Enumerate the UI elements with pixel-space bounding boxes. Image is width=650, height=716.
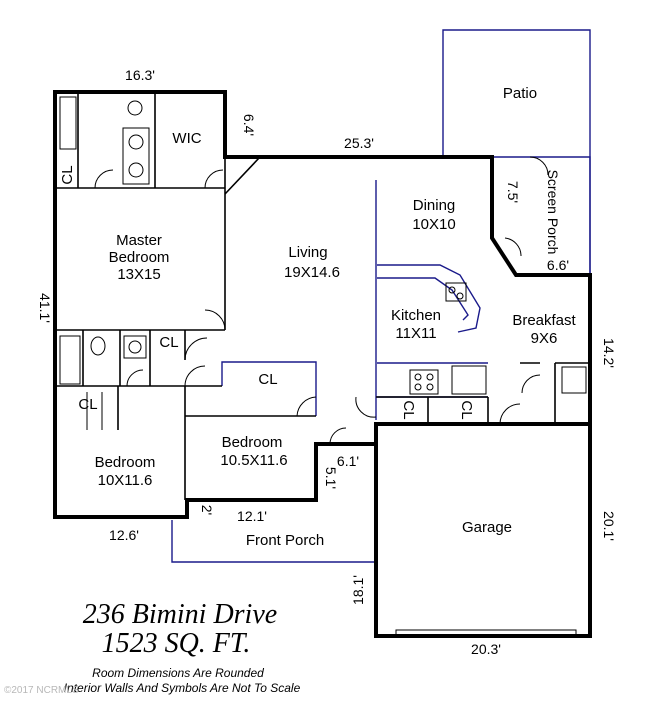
bedroom3-label: Bedroom xyxy=(95,454,156,471)
front-porch-outline xyxy=(171,520,375,563)
dim-20-1: 20.1' xyxy=(601,511,617,541)
dim-14-2: 14.2' xyxy=(601,338,617,368)
address-title: 236 Bimini Drive xyxy=(83,599,277,630)
breakfast-label: Breakfast xyxy=(512,312,576,329)
wic-label: WIC xyxy=(172,130,201,147)
closet-label-bath: CL xyxy=(159,334,178,351)
dim-41-1: 41.1' xyxy=(37,293,53,323)
bedroom3-size: 10X11.6 xyxy=(98,472,153,489)
dim-6-1: 6.1' xyxy=(337,453,359,469)
dim-20-3: 20.3' xyxy=(471,641,501,657)
note-not-to-scale: Interior Walls And Symbols Are Not To Sc… xyxy=(64,681,301,695)
dim-25-3: 25.3' xyxy=(344,135,374,151)
kitchen-counters xyxy=(221,180,488,420)
kitchen-label: Kitchen xyxy=(391,307,441,324)
dim-5-1: 5.1' xyxy=(323,467,339,489)
exterior-walls xyxy=(53,90,592,638)
front-porch-label: Front Porch xyxy=(246,532,324,549)
square-footage: 1523 SQ. FT. xyxy=(102,628,251,659)
closet-label-hall-2: CL xyxy=(458,400,475,419)
dim-12-6: 12.6' xyxy=(109,527,139,543)
dining-label: Dining xyxy=(413,197,456,214)
breakfast-size: 9X6 xyxy=(531,330,558,347)
closet-label-master-bath: CL xyxy=(59,165,76,184)
bedroom2-size: 10.5X11.6 xyxy=(220,452,287,469)
dim-7-5: 7.5' xyxy=(505,181,521,203)
kitchen-fixtures xyxy=(395,282,587,638)
dim-6-6: 6.6' xyxy=(547,257,569,273)
dim-16-3: 16.3' xyxy=(125,67,155,83)
dim-2: 2' xyxy=(199,505,215,515)
closet-label-bedroom2: CL xyxy=(258,371,277,388)
patio-outline xyxy=(442,29,591,157)
living-label: Living xyxy=(288,244,327,261)
living-size: 19X14.6 xyxy=(284,264,340,281)
note-rounded: Room Dimensions Are Rounded xyxy=(92,666,264,680)
garage-label: Garage xyxy=(462,519,512,536)
interior-walls xyxy=(55,92,590,500)
screen-porch-outline xyxy=(492,156,591,278)
closet-label-hall-1: CL xyxy=(400,400,417,419)
master-size: 13X15 xyxy=(117,266,160,283)
kitchen-size: 11X11 xyxy=(395,325,436,342)
master-label: Master xyxy=(116,232,162,249)
dim-18-1: 18.1' xyxy=(350,575,366,605)
dim-12-1: 12.1' xyxy=(237,508,267,524)
dim-6-4: 6.4' xyxy=(241,114,257,136)
screen-porch-label: Screen Porch xyxy=(545,170,561,255)
door-swings xyxy=(86,156,549,445)
master-label-2: Bedroom xyxy=(109,249,170,266)
watermark: ©2017 NCRMLS xyxy=(4,685,79,696)
bedroom2-label: Bedroom xyxy=(222,434,283,451)
bathroom-fixtures xyxy=(59,96,150,385)
patio-label: Patio xyxy=(503,85,537,102)
dining-size: 10X10 xyxy=(412,216,455,233)
closet-label-bedroom3: CL xyxy=(78,396,97,413)
